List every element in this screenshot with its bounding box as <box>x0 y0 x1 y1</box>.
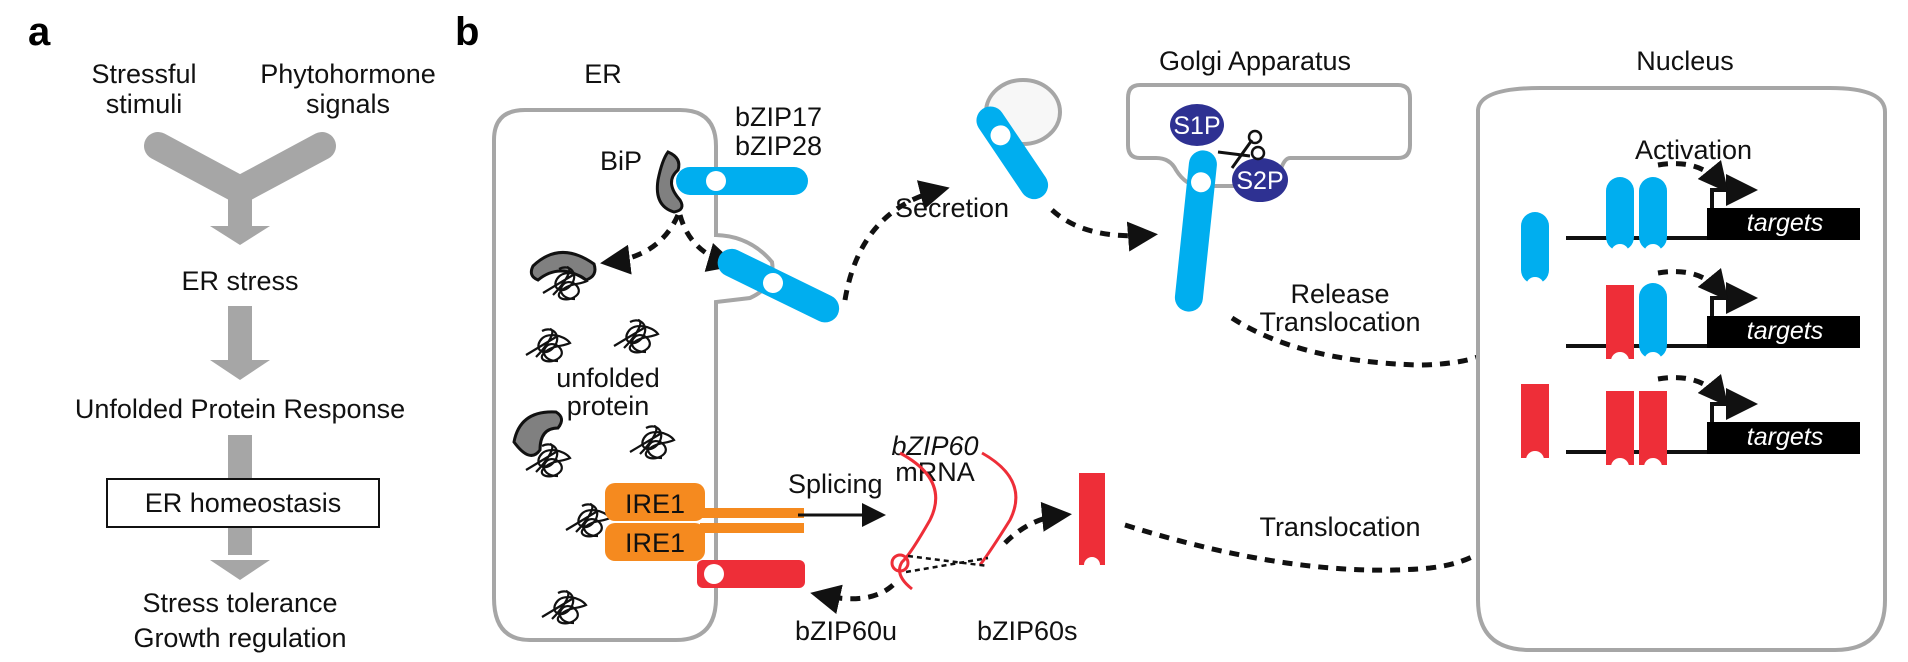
s1p-protease <box>1170 104 1224 146</box>
step-upr: Unfolded Protein Response <box>75 394 405 424</box>
secretion-arrow-to-vesicle <box>842 180 950 301</box>
translocation-label: Translocation <box>1259 512 1420 542</box>
bzip60u-translation-arrow <box>810 583 895 614</box>
outcome-stress-tolerance: Stress tolerance <box>142 588 337 618</box>
ire1-dimer <box>605 483 804 561</box>
bzip17-28-nuclear <box>1521 212 1549 295</box>
step-er-stress: ER stress <box>181 266 298 296</box>
bip-release-arrow-right <box>677 214 738 272</box>
input-stressful-stimuli-line1: Stressful <box>91 59 196 89</box>
unfolded-protein-icons <box>512 318 676 625</box>
input-phytohormone-line1: Phytohormone <box>260 59 436 89</box>
release-label: Release <box>1290 279 1389 309</box>
bzip60s-label: bZIP60s <box>977 616 1078 646</box>
step-er-homeostasis: ER homeostasis <box>145 488 342 518</box>
panel-a-label: a <box>28 10 51 54</box>
s2p-protease <box>1232 158 1288 202</box>
bzip60u-membrane-protein <box>697 560 805 588</box>
bzip17-28-exiting-er <box>717 248 840 323</box>
panel-b-label: b <box>455 10 479 54</box>
release-translocation-arrow <box>1230 315 1519 368</box>
secretion-label: Secretion <box>895 193 1009 223</box>
unfolded-protein-label-line2: protein <box>567 391 650 421</box>
s1p-label: S1P <box>1173 112 1220 140</box>
bzip17-label: bZIP17 <box>735 102 822 132</box>
promoter-row-1 <box>1566 160 1860 262</box>
bzip60u-label: bZIP60u <box>795 616 897 646</box>
splicing-label: Splicing <box>788 469 883 499</box>
er-homeostasis-box <box>106 478 380 528</box>
bip-release-arrow-left <box>600 213 681 275</box>
s2p-label: S2P <box>1236 167 1283 195</box>
bzip17-28-membrane-protein <box>676 167 808 195</box>
bzip60s-mrna-strand <box>978 451 1018 566</box>
bzip60s-nuclear <box>1521 384 1549 469</box>
bip-bound-unfolded-protein <box>529 251 597 301</box>
bzip60s-translation-arrow <box>1003 501 1072 545</box>
scissors-icon <box>1217 129 1266 169</box>
release-translocation-label: Translocation <box>1259 307 1420 337</box>
bip-chaperone <box>655 150 684 214</box>
input-stressful-stimuli-line2: stimuli <box>106 89 183 119</box>
bzip28-label: bZIP28 <box>735 131 822 161</box>
nucleus-membrane <box>1476 86 1887 652</box>
secretion-arrow-to-golgi <box>1050 208 1158 252</box>
nucleus-title: Nucleus <box>1636 46 1734 76</box>
er-title: ER <box>584 59 622 89</box>
target-gene-label-3: targets <box>1747 423 1823 451</box>
bzip17-28-in-vesicle <box>976 106 1049 200</box>
bzip60u-mrna-strand <box>890 451 938 591</box>
target-gene-label-2: targets <box>1747 317 1823 345</box>
ire1-label-bottom: IRE1 <box>625 528 685 558</box>
panel-a: a Stressful stimuli Phytohormone signals… <box>28 10 436 653</box>
outcome-growth-regulation: Growth regulation <box>133 623 346 653</box>
bzip60s-protein <box>1079 473 1105 573</box>
mrna-label: mRNA <box>895 457 975 487</box>
down-arrow-1 <box>210 306 270 380</box>
promoter-row-3 <box>1566 374 1860 476</box>
bip-label: BiP <box>600 146 642 176</box>
input-phytohormone-line2: signals <box>306 89 390 119</box>
promoter-row-2 <box>1566 268 1860 370</box>
splice-junction-lines <box>905 554 989 574</box>
bzip17-28-in-golgi <box>1174 150 1217 312</box>
panel-b: b ER bZIP17 bZIP28 BiP <box>455 10 1887 652</box>
unfolded-protein-label-line1: unfolded <box>556 363 660 393</box>
ire1-label-top: IRE1 <box>625 489 685 519</box>
golgi-title: Golgi Apparatus <box>1159 46 1351 76</box>
merge-arrow <box>144 132 336 245</box>
activation-label: Activation <box>1635 135 1752 165</box>
target-gene-label-1: targets <box>1747 209 1823 237</box>
